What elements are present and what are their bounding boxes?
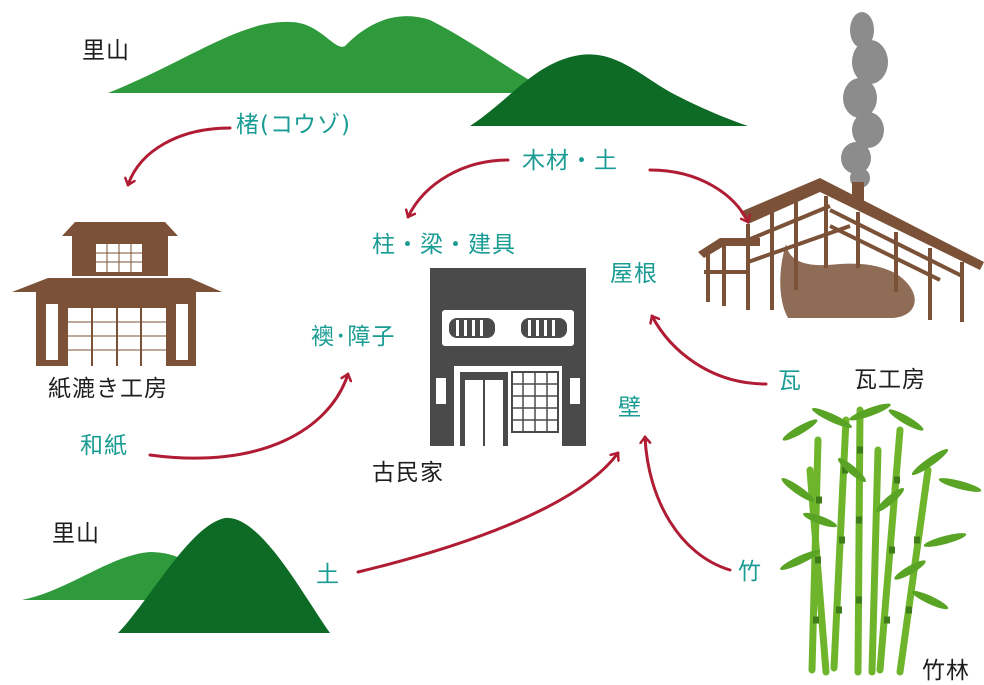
arrow-icon (645, 435, 732, 572)
tile-kiln-icon (698, 178, 984, 322)
label-kozo: 楮(コウゾ) (236, 112, 352, 138)
bamboo-icon (779, 403, 982, 676)
kominka-house-icon (430, 268, 586, 446)
label-bamboo-grove: 竹林 (922, 658, 970, 684)
arrow-icon (148, 372, 348, 460)
label-paper-workshop: 紙漉き工房 (48, 376, 168, 402)
label-satoyama-bottom: 里山 (52, 521, 100, 547)
label-tile: 瓦 (778, 368, 802, 394)
label-fusuma-shoji: 襖･障子 (311, 324, 396, 350)
label-pillars-beams-fittings: 柱・梁・建具 (372, 232, 516, 258)
mountain-icon (108, 16, 748, 126)
arrow-icon (648, 168, 748, 224)
label-washi: 和紙 (80, 433, 128, 459)
mountain-icon (22, 517, 330, 633)
label-roof: 屋根 (610, 261, 658, 287)
paper-workshop-icon (12, 222, 222, 366)
label-bamboo: 竹 (738, 559, 762, 585)
label-tile-workshop: 瓦工房 (854, 367, 926, 393)
label-soil: 土 (316, 562, 340, 588)
arrow-icon (652, 314, 768, 386)
smoke-icon (841, 12, 888, 188)
arrow-icon (128, 126, 232, 187)
arrow-icon (408, 158, 510, 219)
label-wall: 壁 (618, 395, 642, 421)
arrow-icon (356, 451, 618, 574)
label-kominka: 古民家 (372, 460, 444, 486)
label-satoyama-top: 里山 (82, 38, 130, 64)
label-wood-soil: 木材・土 (522, 148, 618, 174)
